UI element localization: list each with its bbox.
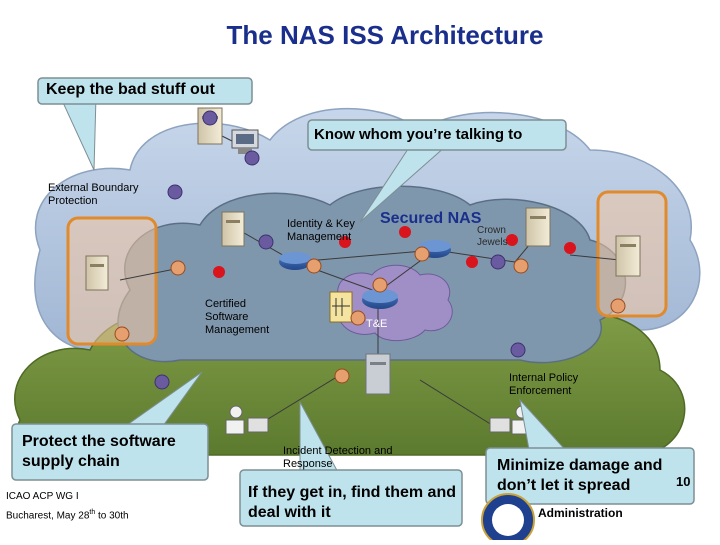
workstation-icon bbox=[231, 129, 259, 154]
label-secured-nas: Secured NAS bbox=[380, 210, 482, 227]
callout-keep-bad-out bbox=[37, 77, 253, 171]
label-certified-software: Certified Software Management bbox=[205, 298, 270, 336]
faa-seal-logo bbox=[481, 493, 535, 545]
firewall-icon bbox=[329, 291, 353, 323]
page-number: 10 bbox=[676, 474, 691, 489]
footer-location-start: Bucharest, May 28 bbox=[6, 510, 90, 522]
callout-know-whom bbox=[307, 119, 567, 223]
server-icon bbox=[615, 235, 641, 277]
label-crown-jewels: Crown Jewels bbox=[477, 225, 508, 248]
label-tae: T&E bbox=[366, 318, 388, 330]
server-icon bbox=[221, 211, 245, 247]
callout-if-they-get-in-text: If they get in, find them and deal with … bbox=[248, 484, 456, 521]
footer-dates-tail: to 30th bbox=[95, 510, 129, 522]
footer-location: Bucharest, May 28th to 30th bbox=[6, 505, 129, 524]
callout-keep-bad-out-text: Keep the bad stuff out bbox=[46, 81, 215, 98]
callout-if-they-get-in bbox=[239, 401, 463, 527]
server-icon bbox=[365, 353, 391, 395]
footer-superscript: th bbox=[89, 509, 96, 516]
label-incident-detection: Incident Detection and Response bbox=[283, 445, 393, 470]
callout-minimize-damage-text: Minimize damage and don’t let it spread bbox=[497, 457, 663, 494]
key-badge-icon bbox=[114, 246, 626, 384]
callout-protect-supply bbox=[11, 371, 209, 481]
page-title: The NAS ISS Architecture bbox=[226, 20, 544, 50]
callout-protect-supply-text: Protect the software supply chain bbox=[22, 433, 176, 470]
server-icon bbox=[525, 207, 551, 247]
external-endpoint-highlight bbox=[66, 216, 158, 346]
secure-node-markers bbox=[213, 226, 576, 278]
callout-minimize-damage bbox=[485, 398, 695, 505]
operator-icon bbox=[225, 405, 269, 435]
router-icon bbox=[279, 252, 311, 270]
label-internal-policy: Internal Policy Enforcement bbox=[509, 372, 579, 397]
router-icon bbox=[362, 289, 398, 309]
footer-org: ICAO ACP WG I bbox=[6, 491, 79, 502]
server-icon bbox=[85, 255, 109, 291]
label-external-boundary: External Boundary Protection bbox=[48, 182, 139, 207]
lock-badge-icon bbox=[154, 110, 526, 390]
callout-know-whom-text: Know whom you’re talking to bbox=[314, 126, 523, 143]
label-identity-key: Identity & Key Management bbox=[287, 218, 355, 243]
footer-administration: Administration bbox=[538, 506, 623, 520]
